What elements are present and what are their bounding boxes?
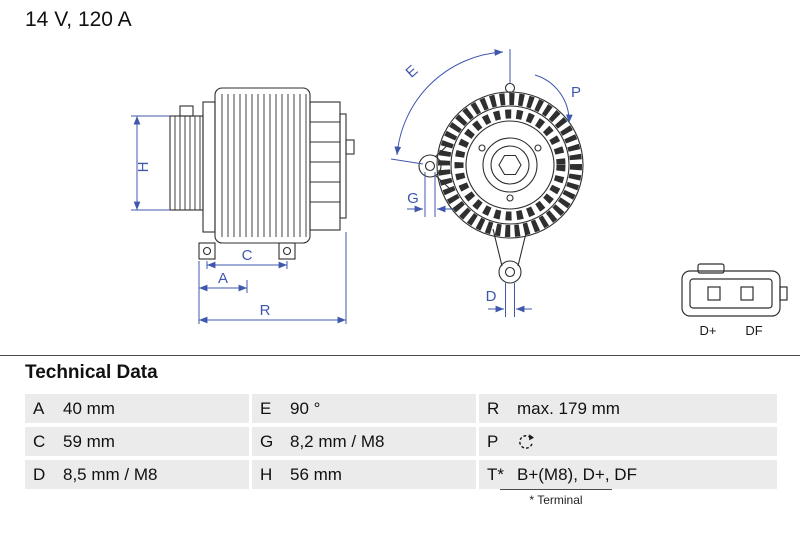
spec-value: 90 ° [290, 398, 321, 418]
spec-label: T* [487, 464, 504, 484]
connector-outline [681, 263, 788, 317]
terminal-connector-drawing: D+ DF [681, 263, 788, 338]
spec-cell-a: A 40 mm [25, 394, 249, 423]
dim-label-p: P [571, 84, 581, 101]
dim-label-c: C [242, 247, 253, 264]
spec-cell-h: H 56 mm [252, 460, 476, 489]
section-divider [0, 355, 800, 356]
spec-cell-e: E 90 ° [252, 394, 476, 423]
spec-value: 8,2 mm / M8 [290, 431, 385, 451]
alternator-front-view: E P G D [390, 49, 584, 317]
front-view-outline [418, 82, 584, 284]
spec-label: P [487, 431, 499, 451]
spec-label: G [260, 431, 274, 451]
dim-label-e: E [403, 62, 422, 81]
spec-value: B+(M8), D+, DF [517, 464, 637, 484]
spec-label: E [260, 398, 272, 418]
side-view-outline [169, 87, 355, 260]
dim-label-g: G [407, 190, 419, 207]
spec-cell-d: D 8,5 mm / M8 [25, 460, 249, 489]
spec-cell-r: R max. 179 mm [479, 394, 777, 423]
pin-label-dplus: D+ [700, 323, 717, 338]
side-view-dimension-lines [131, 115, 347, 324]
spec-label: C [33, 431, 46, 451]
spec-label: H [260, 464, 273, 484]
spec-value: 8,5 mm / M8 [63, 464, 158, 484]
technical-data-table: A 40 mm E 90 ° R max. 179 mm C 59 mm G 8… [25, 394, 777, 489]
front-view-dimension-lines [390, 49, 573, 317]
dim-label-d: D [486, 288, 497, 305]
spec-cell-c: C 59 mm [25, 427, 249, 456]
terminal-footnote: * Terminal [500, 489, 612, 507]
connector-pin-labels: D+ DF [700, 323, 763, 338]
spec-label: A [33, 398, 45, 418]
spec-value: 56 mm [290, 464, 342, 484]
dim-label-h: H [135, 162, 152, 173]
technical-data-title: Technical Data [25, 362, 158, 383]
spec-label: D [33, 464, 46, 484]
alternator-side-view: H C A R [131, 87, 355, 324]
spec-cell-t: T* B+(M8), D+, DF [479, 460, 777, 489]
dim-label-r: R [260, 302, 271, 319]
spec-value: 59 mm [63, 431, 115, 451]
spec-label: R [487, 398, 500, 418]
pin-label-df: DF [745, 323, 762, 338]
dim-label-a: A [218, 270, 228, 287]
voltage-amperage-rating: 14 V, 120 A [25, 8, 132, 31]
rotation-cw-icon [519, 433, 534, 449]
spec-cell-g: G 8,2 mm / M8 [252, 427, 476, 456]
spec-value: max. 179 mm [517, 398, 620, 418]
spec-cell-p: P [479, 427, 777, 456]
side-view-dimension-labels: H C A R [135, 162, 271, 319]
spec-value: 40 mm [63, 398, 115, 418]
